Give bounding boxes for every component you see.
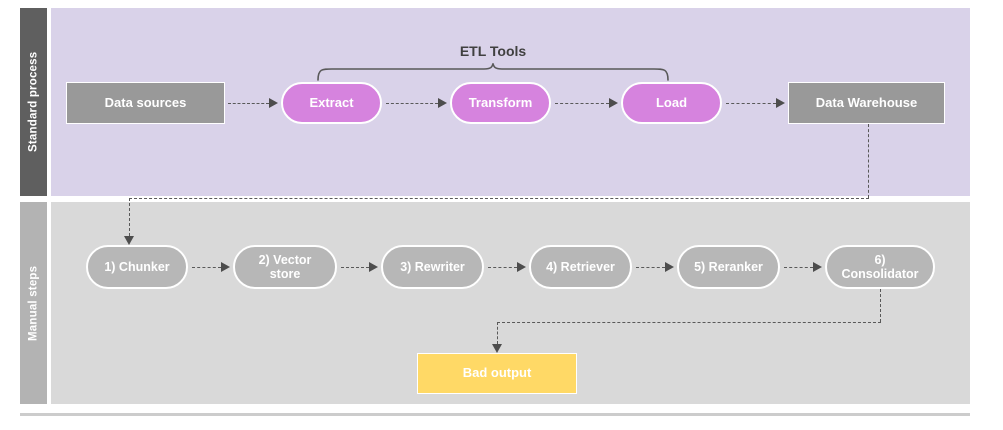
- flow-data-sources-to-extract-arrow: [269, 98, 278, 108]
- node-data-warehouse[interactable]: Data Warehouse: [788, 82, 945, 124]
- flow-warehouse-to-chunker-arrow: [124, 236, 134, 245]
- node-consolidator[interactable]: 6) Consolidator: [825, 245, 935, 289]
- node-reranker[interactable]: 5) Reranker: [677, 245, 780, 289]
- node-retriever[interactable]: 4) Retriever: [529, 245, 632, 289]
- flow-reranker-to-consolidator: [784, 267, 813, 268]
- bottom-divider: [20, 413, 970, 416]
- node-vector-store[interactable]: 2) Vector store: [233, 245, 337, 289]
- node-rewriter[interactable]: 3) Rewriter: [381, 245, 484, 289]
- flow-extract-to-transform: [386, 103, 438, 104]
- flow-chunker-to-vector-store: [192, 267, 221, 268]
- flow-transform-to-load-arrow: [609, 98, 618, 108]
- flow-warehouse-to-chunker-seg-down: [868, 124, 869, 198]
- flow-retriever-to-reranker-arrow: [665, 262, 674, 272]
- flow-transform-to-load: [555, 103, 609, 104]
- flow-retriever-to-reranker: [636, 267, 665, 268]
- node-data-sources[interactable]: Data sources: [66, 82, 225, 124]
- node-transform[interactable]: Transform: [450, 82, 551, 124]
- flow-rewriter-to-retriever-arrow: [517, 262, 526, 272]
- etl-tools-brace-icon: [316, 61, 670, 81]
- flow-extract-to-transform-arrow: [438, 98, 447, 108]
- flow-warehouse-to-chunker-seg-left: [129, 198, 869, 199]
- flow-consolidator-to-bad-output-arrow: [492, 344, 502, 353]
- flow-vector-store-to-rewriter-arrow: [369, 262, 378, 272]
- swimlane-label-manual-steps: Manual steps: [20, 202, 47, 404]
- flow-vector-store-to-rewriter: [341, 267, 369, 268]
- flow-chunker-to-vector-store-arrow: [221, 262, 230, 272]
- flow-warehouse-to-chunker-seg-drop: [129, 198, 130, 236]
- flow-data-sources-to-extract: [228, 103, 269, 104]
- flow-consolidator-to-bad-output-seg-down: [880, 289, 881, 322]
- flow-consolidator-to-bad-output-seg-left: [497, 322, 881, 323]
- swimlane-label-standard-process: Standard process: [20, 8, 47, 196]
- flow-reranker-to-consolidator-arrow: [813, 262, 822, 272]
- node-load[interactable]: Load: [621, 82, 722, 124]
- flow-consolidator-to-bad-output-seg-drop: [497, 322, 498, 344]
- etl-tools-annotation-label: ETL Tools: [459, 43, 527, 59]
- flow-load-to-data-warehouse-arrow: [776, 98, 785, 108]
- flow-rewriter-to-retriever: [488, 267, 517, 268]
- flow-load-to-data-warehouse: [726, 103, 776, 104]
- node-extract[interactable]: Extract: [281, 82, 382, 124]
- node-bad-output[interactable]: Bad output: [417, 353, 577, 394]
- node-chunker[interactable]: 1) Chunker: [86, 245, 188, 289]
